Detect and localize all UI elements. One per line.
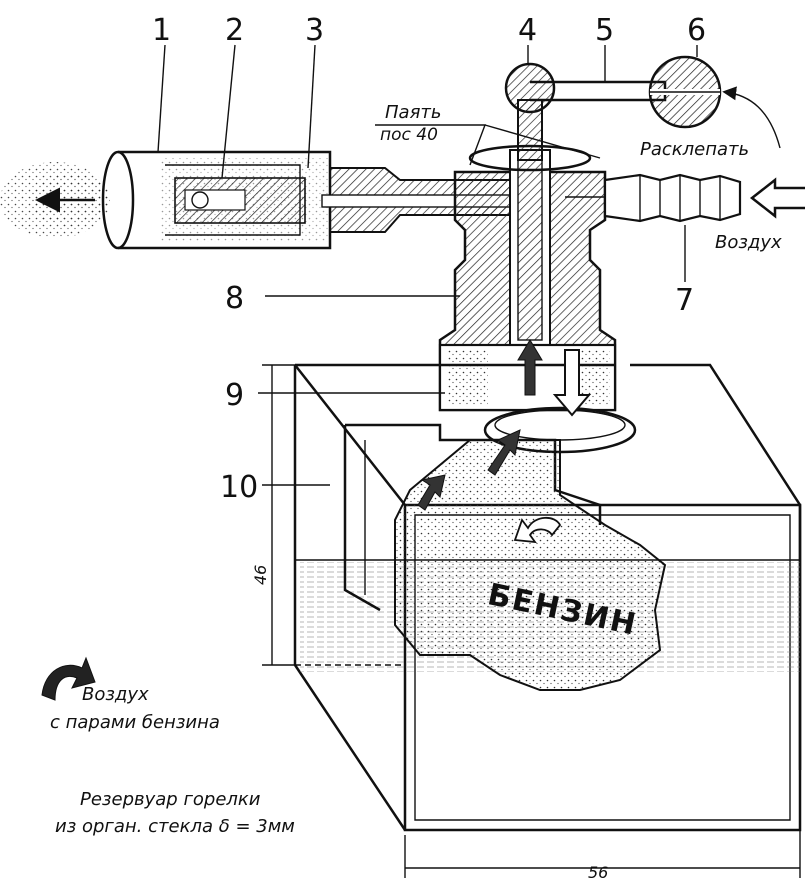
callout-3: 3 [305,13,324,48]
vapour-cavity: БЕНЗИН [394,439,667,691]
legend-line2: с парами бензина [50,712,220,733]
callout-4: 4 [518,13,537,48]
solder-label-line1: Паять [385,102,442,123]
dimension-width: 56 [404,775,801,882]
rivet-arrow-icon [722,86,781,149]
valve-stem [468,62,592,172]
callout-2: 2 [225,13,244,48]
airflow-arrow-icon [417,339,592,544]
callout-5: 5 [595,13,614,48]
rivet-label: Расклепать [640,139,749,160]
callout-9: 9 [225,378,244,413]
flame-spray-icon [0,162,110,238]
callout-7: 7 [675,283,694,318]
callout-8: 8 [225,281,244,316]
solder-label-line2: пос 40 [380,125,438,145]
callout-leaders [157,44,781,486]
width-dimension: 56 [588,863,608,882]
airflow-arrow-icon [41,656,96,701]
legend-line1: Воздух [82,684,149,705]
callout-6: 6 [687,13,706,48]
legend: Воздух с парами бензина [41,656,220,733]
jet-insert [174,177,306,224]
valve-handle [530,55,722,129]
nozzle-tube [101,150,332,250]
height-dimension: 46 [251,565,270,585]
airflow-arrow-icon [749,177,805,219]
air-inlet-nipple [565,173,742,223]
callout-10: 10 [220,470,258,505]
note-line2: из орган. стекла δ = 3мм [55,816,295,837]
air-inlet-label: Воздух [715,232,782,253]
dimension-height: 46 [251,364,295,666]
callout-numbers: 1 2 3 4 5 6 7 8 9 10 [152,13,706,505]
callout-1: 1 [152,13,171,48]
note-line1: Резервуар горелки [80,789,261,810]
